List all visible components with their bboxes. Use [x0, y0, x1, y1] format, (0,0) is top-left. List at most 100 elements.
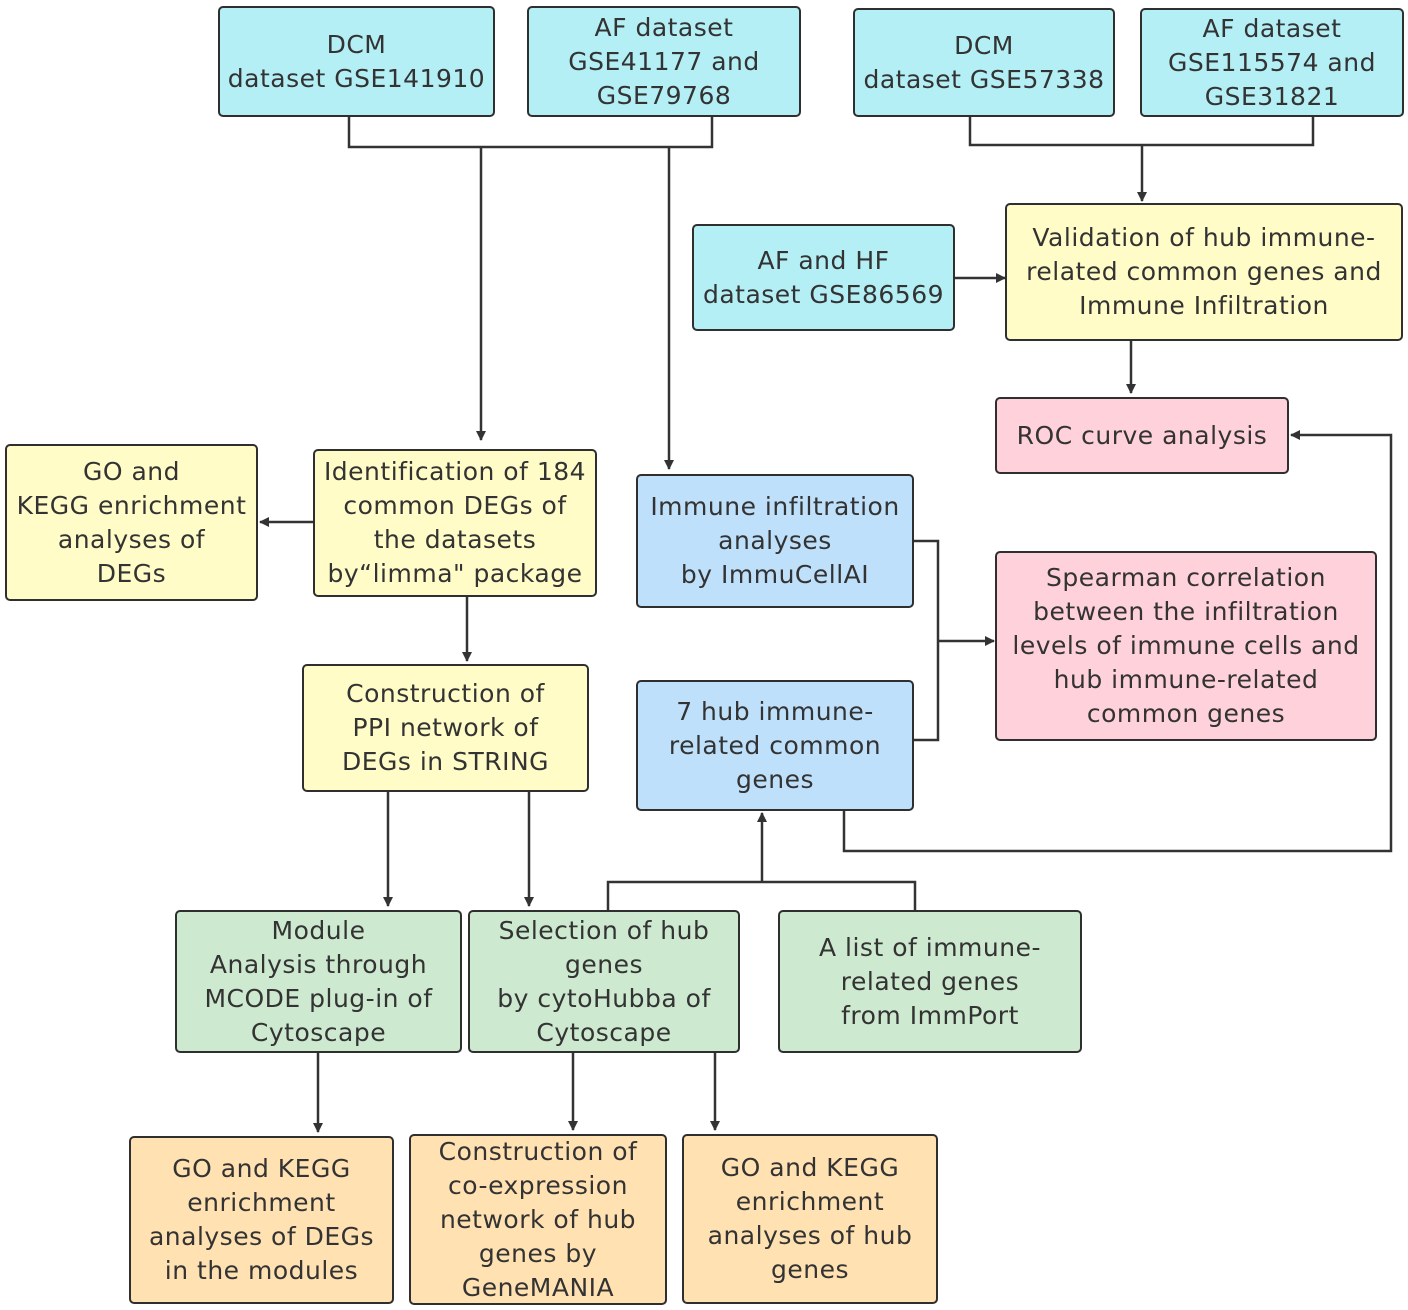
node-text: DCM dataset GSE57338 — [863, 29, 1104, 97]
node-text-line: common DEGs of — [343, 491, 567, 520]
go-kegg-hub-genes-box: GO and KEGG enrichment analyses of hub gene… — [682, 1134, 938, 1304]
node-text-line: Selection of hub — [498, 915, 710, 945]
node-text-line: analyses — [718, 526, 832, 555]
connector-dcm2-af2-join — [968, 117, 1315, 147]
spearman-correlation-box: Spearman correlation between the infiltra… — [995, 551, 1377, 741]
hub-immune-genes-box: 7 hub immune-related common genes — [636, 680, 914, 811]
node-text: 7 hub immune-related common genes — [669, 695, 881, 797]
node-text-line: AF dataset — [594, 12, 734, 42]
arrow-hub7-to-roc — [842, 430, 1393, 853]
node-text-line: A list of immune- — [818, 932, 1041, 962]
node-text: ROC curve analysis — [1017, 419, 1268, 453]
node-text-line: by ImmuCellAI — [680, 560, 870, 589]
hub-gene-selection-box: Selection of hub genes by cytoHubba of Cyto… — [468, 910, 740, 1053]
node-text-line: from ImmPort — [841, 1000, 1019, 1030]
node-text: Construction of co-expression network of h… — [439, 1135, 638, 1305]
node-text: AF and HF dataset GSE86569 — [703, 244, 944, 312]
genemania-network-box: Construction of co-expression network of h… — [409, 1134, 667, 1305]
node-text-line: enrichment — [735, 1187, 885, 1216]
node-text-line: DCM — [326, 29, 387, 59]
node-text-line: between the infiltration — [1033, 597, 1339, 626]
node-text-line: GSE31821 — [1204, 81, 1340, 111]
node-text-line: Analysis through — [209, 949, 428, 979]
node-text-line: genes — [770, 1255, 849, 1284]
validation-box: Validation of hub immune-related common … — [1005, 203, 1403, 341]
node-text: Selection of hub genes by cytoHubba of Cyto… — [497, 914, 711, 1050]
node-text-line: analyses of — [57, 524, 206, 554]
immport-list-box: A list of immune-related genes from ImmPo… — [778, 910, 1082, 1053]
node-text-line: DEGs in STRING — [341, 747, 550, 776]
connector-immune-hub-to-spearman — [914, 539, 940, 742]
node-text: Validation of hub immune-related common … — [1026, 221, 1382, 323]
node-text-line: related genes — [840, 966, 1020, 996]
node-text: GO and KEGG enrichment analyses of hub gene… — [708, 1151, 913, 1287]
node-text-line: analyses of hub — [707, 1221, 913, 1250]
node-text-line: KEGG enrichment — [16, 490, 247, 520]
connector-dcm1-af1-join — [347, 117, 714, 149]
node-text-line: GSE115574 and — [1168, 47, 1376, 77]
node-text-line: genes — [735, 764, 814, 794]
node-text-line: GSE79768 — [596, 80, 732, 110]
node-text-line: Immune infiltration — [650, 492, 900, 521]
node-text-line: network of hub — [439, 1204, 637, 1234]
node-text-line: Cytoscape — [536, 1017, 672, 1047]
node-text-line: 7 hub immune- — [676, 696, 874, 726]
node-text-line: GSE41177 and — [568, 46, 760, 76]
dcm-dataset-gse141910-box: DCM dataset GSE141910 — [218, 6, 495, 117]
node-text-line: dataset GSE141910 — [227, 63, 486, 93]
node-text-line: GO and KEGG — [720, 1153, 900, 1182]
node-text-line: MCODE plug-in of — [204, 983, 433, 1013]
node-text-line: dataset GSE86569 — [702, 279, 945, 309]
node-text-line: dataset GSE57338 — [863, 64, 1105, 94]
node-text-line: by cytoHubba of — [497, 983, 711, 1013]
node-text-line: genes — [564, 949, 643, 979]
node-text-line: ROC curve analysis — [1016, 420, 1268, 450]
node-text-line: Identification of 184 — [323, 457, 587, 486]
node-text-line: Spearman correlation — [1046, 563, 1326, 592]
node-text-line: Immune Infiltration — [1079, 291, 1329, 320]
node-text-line: levels of immune cells and — [1012, 631, 1360, 660]
node-text-line: AF and HF — [757, 245, 890, 275]
node-text-line: Module — [271, 915, 366, 945]
identification-degs-box: Identification of 184 common DEGs of the d… — [313, 449, 597, 597]
node-text-line: related common genes and — [1026, 257, 1382, 286]
node-text-line: by“limma" package — [327, 559, 583, 588]
node-text-line: DCM — [954, 30, 1014, 60]
node-text-line: Validation of hub immune- — [1032, 223, 1376, 252]
node-text: Spearman correlation between the infiltra… — [1012, 561, 1359, 731]
node-text-line: AF dataset — [1202, 13, 1342, 43]
node-text-line: GeneMANIA — [461, 1272, 615, 1302]
node-text-line: the datasets — [373, 525, 537, 554]
node-text-line: Construction of — [346, 679, 545, 708]
roc-curve-analysis-box: ROC curve analysis — [995, 397, 1289, 474]
node-text-line: Construction of — [438, 1136, 638, 1166]
node-text-line: DEGs — [96, 558, 167, 588]
connector-selection-immport-join — [606, 880, 917, 910]
node-text-line: Cytoscape — [250, 1017, 387, 1047]
node-text: A list of immune-related genes from ImmPo… — [819, 931, 1041, 1033]
node-text: Immune infiltration analyses by ImmuCellAI — [650, 490, 899, 592]
immune-infiltration-box: Immune infiltration analyses by ImmuCellAI — [636, 474, 914, 608]
node-text-line: in the modules — [164, 1256, 359, 1285]
node-text-line: analyses of DEGs — [148, 1222, 375, 1251]
node-text-line: co-expression — [448, 1170, 628, 1200]
node-text: DCM dataset GSE141910 — [228, 28, 485, 96]
node-text-line: genes by — [478, 1238, 598, 1268]
node-text-line: related common — [668, 730, 882, 760]
af-hf-dataset-gse86569-box: AF and HF dataset GSE86569 — [692, 224, 955, 331]
node-text-line: enrichment — [187, 1188, 336, 1217]
dcm-dataset-gse57338-box: DCM dataset GSE57338 — [853, 8, 1115, 117]
